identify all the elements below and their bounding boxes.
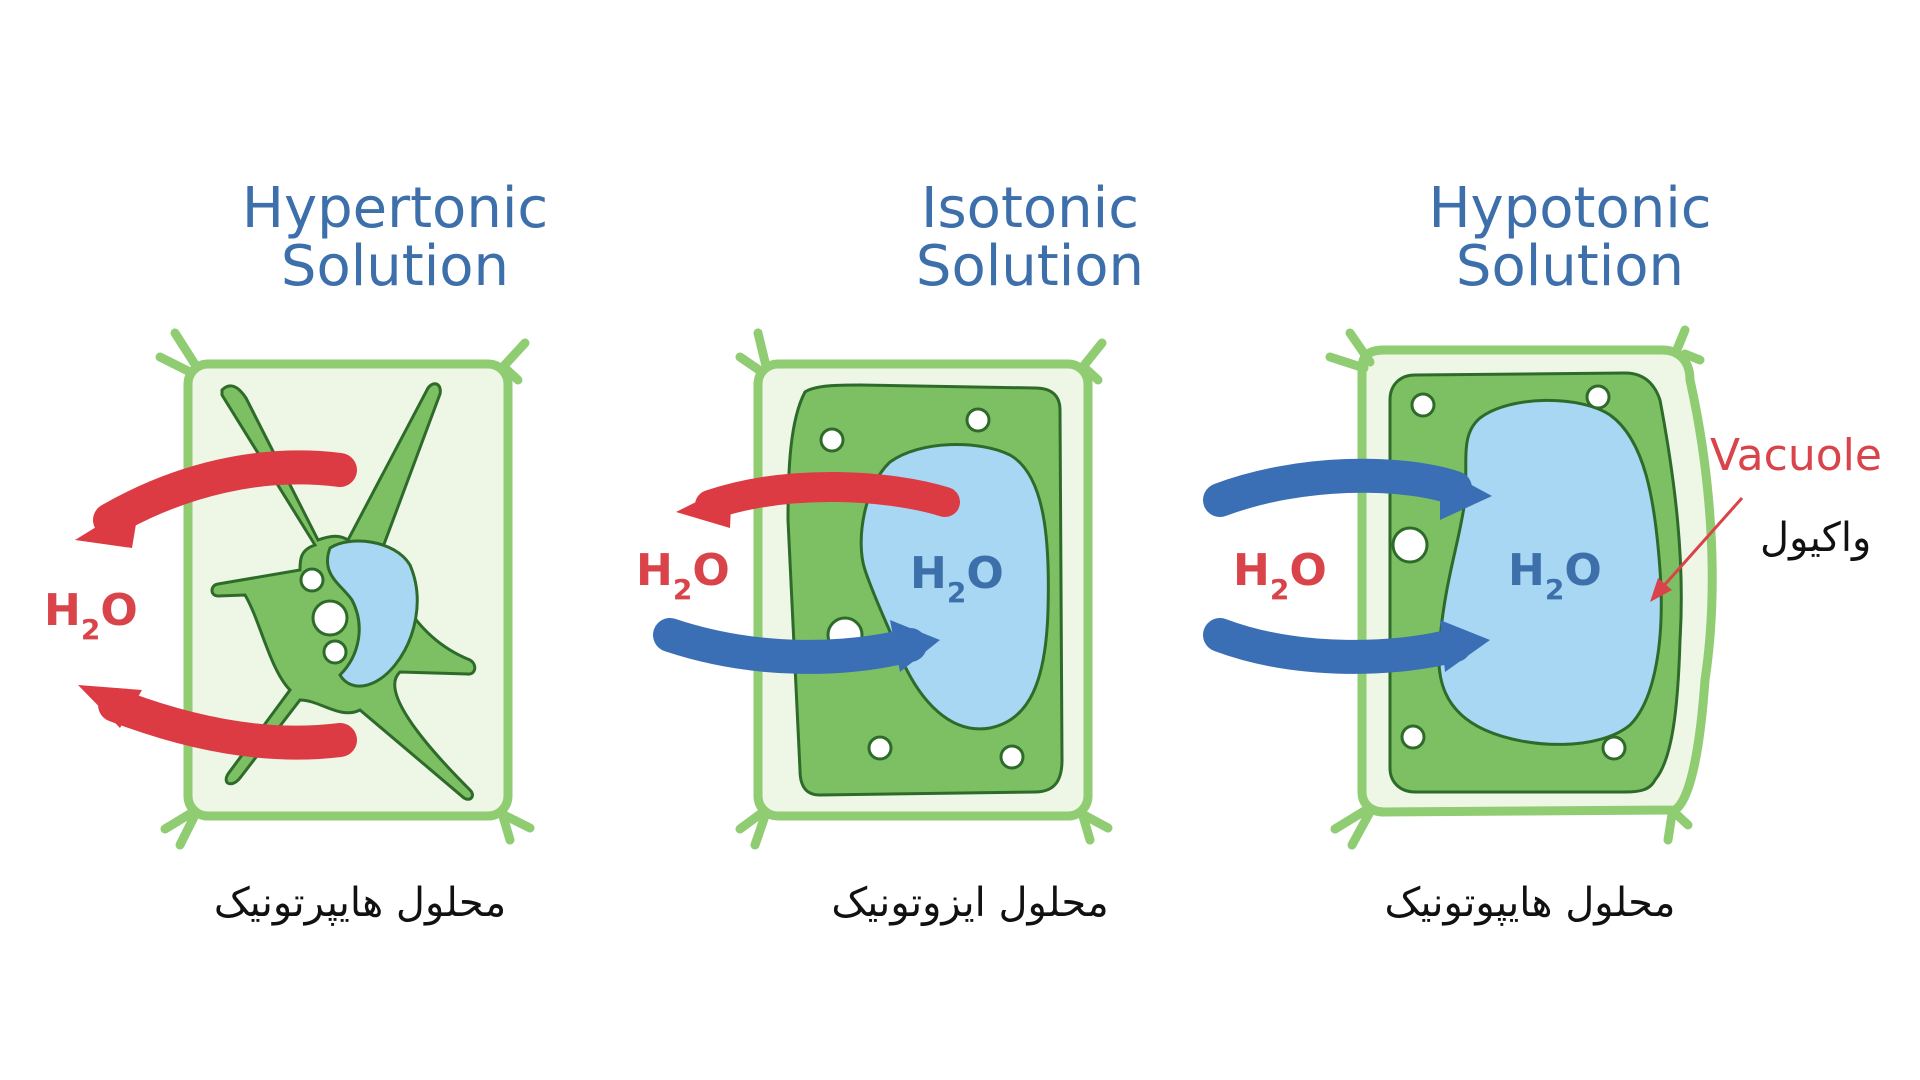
hypotonic-title-line1: Hypotonic <box>1428 176 1712 241</box>
arrowhead-icon <box>1440 620 1490 672</box>
vacuole <box>1437 398 1663 746</box>
isotonic-caption: محلول ایزوتونیک <box>831 880 1109 926</box>
isotonic-title-line2: Solution <box>915 234 1145 299</box>
isotonic-title: Isotonic Solution <box>640 180 1420 296</box>
hypotonic-title-line2: Solution <box>1455 234 1685 299</box>
arrowhead-icon <box>78 685 142 728</box>
arrowhead-icon <box>75 500 140 548</box>
outside-water-label: H2O <box>1233 545 1327 606</box>
arrowhead-icon <box>890 620 940 672</box>
isotonic-title-line1: Isotonic <box>920 176 1139 241</box>
hypotonic-cell-diagram: H2O H2O <box>1203 0 1744 850</box>
inside-water-label: H2O <box>1508 545 1602 606</box>
water-out-arrow-bottom <box>98 688 357 760</box>
vacuole-label: Vacuole <box>1710 430 1882 481</box>
hypotonic-title: Hypotonic Solution <box>1220 180 1920 296</box>
water-out-arrow <box>695 472 960 520</box>
vacuole-pointer-arrow <box>1658 497 1744 591</box>
inside-water-label: H2O <box>910 548 1004 609</box>
hypertonic-title-line2: Solution <box>280 234 510 299</box>
arrowhead-icon <box>1650 578 1672 602</box>
arrowhead-icon <box>1440 468 1492 520</box>
outside-water-label: H2O <box>44 585 138 646</box>
water-in-arrow-bottom <box>1203 618 1472 674</box>
hypertonic-panel: Hypertonic Solution H2O محلول هایپرتونیک <box>0 0 640 1080</box>
isotonic-cell-diagram: H2O H2O <box>636 328 1113 850</box>
isotonic-panel: Isotonic Solution H2O H2O محلول ایزوتونی… <box>636 0 1280 1080</box>
vacuole-label-persian: واکیول <box>1760 515 1872 561</box>
hypertonic-cell-diagram: H2O <box>44 328 535 850</box>
water-in-arrow <box>653 618 927 674</box>
hypertonic-caption: محلول هایپرتونیک <box>213 880 507 926</box>
hypotonic-caption: محلول هایپوتونیک <box>1384 880 1676 926</box>
hypertonic-title-line1: Hypertonic <box>241 176 549 241</box>
hypertonic-title: Hypertonic Solution <box>40 180 750 296</box>
arrowhead-icon <box>676 484 732 528</box>
hypotonic-panel: Hypotonic Solution H2O H2O <box>1203 0 1920 1080</box>
vacuole <box>326 539 419 688</box>
outside-water-label: H2O <box>636 545 730 606</box>
